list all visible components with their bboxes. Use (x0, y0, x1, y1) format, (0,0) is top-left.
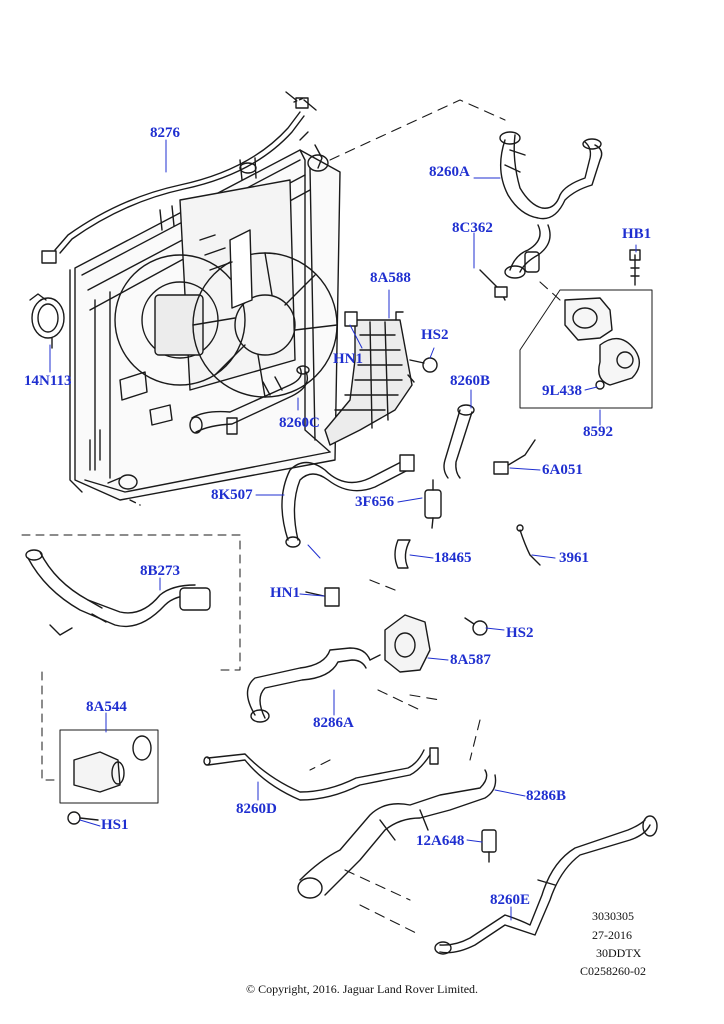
elbow-18465 (394, 539, 411, 569)
bolt-HS2-lower (464, 617, 488, 636)
hose-8286A (246, 647, 371, 723)
callout-8A588[interactable]: 8A588 (370, 270, 411, 286)
callout-8B273[interactable]: 8B273 (140, 563, 181, 579)
reference-code: 30DDTX (596, 946, 642, 960)
callout-12A648[interactable]: 12A648 (416, 833, 465, 849)
callout-8260A[interactable]: 8260A (429, 164, 470, 180)
bolt-HS2-upper (409, 357, 438, 373)
callout-9L438[interactable]: 9L438 (542, 383, 583, 399)
bracket-8A588 (324, 311, 415, 446)
callout-8286A[interactable]: 8286A (313, 715, 354, 731)
copyright-notice: © Copyright, 2016. Jaguar Land Rover Lim… (245, 982, 479, 996)
sensor-6A051 (493, 439, 536, 475)
hose-8260B (443, 404, 475, 479)
inset-8A544 (41, 671, 159, 804)
callout-8260C[interactable]: 8260C (279, 415, 320, 431)
callout-6A051[interactable]: 6A051 (542, 462, 583, 478)
thermostat-housing-8592 (519, 289, 653, 409)
callout-3F656[interactable]: 3F656 (355, 494, 395, 510)
callout-HN1-lower[interactable]: HN1 (270, 585, 300, 601)
hose-8260E (434, 815, 658, 955)
hose-8260D (203, 747, 439, 801)
callout-8260E[interactable]: 8260E (490, 892, 531, 908)
sensor-8C362 (479, 269, 508, 301)
hose-8K507 (281, 454, 415, 548)
reference-code: C0258260-02 (580, 964, 646, 978)
callout-8260B[interactable]: 8260B (450, 373, 491, 389)
dashed-leaders (309, 99, 561, 936)
callout-8276[interactable]: 8276 (150, 125, 180, 141)
clip-HN1-lower (305, 587, 340, 607)
callout-HS1[interactable]: HS1 (101, 817, 129, 833)
callout-8A544[interactable]: 8A544 (86, 699, 127, 715)
callout-8286B[interactable]: 8286B (526, 788, 567, 804)
bolt-HB1 (629, 249, 641, 286)
callout-18465[interactable]: 18465 (434, 550, 472, 566)
callout-14N113[interactable]: 14N113 (24, 373, 72, 389)
callout-leaders (49, 139, 637, 921)
hose-8260C (189, 365, 310, 435)
callout-HS2-upper[interactable]: HS2 (421, 327, 449, 343)
wire-3961 (516, 524, 541, 566)
clip-14N113 (29, 293, 65, 349)
callout-HS2-lower[interactable]: HS2 (506, 625, 534, 641)
connector-3F656 (424, 479, 442, 529)
callout-8K507[interactable]: 8K507 (211, 487, 253, 503)
hose-8260A (499, 131, 603, 279)
callout-8592[interactable]: 8592 (583, 424, 613, 440)
outlet-8A587 (369, 614, 431, 673)
bolt-HS1 (67, 811, 99, 825)
sensor-12A648 (481, 829, 497, 863)
callout-8A587[interactable]: 8A587 (450, 652, 491, 668)
reference-code: 3030305 (592, 909, 634, 923)
callout-3961[interactable]: 3961 (559, 550, 589, 566)
overflow-pipe-8276 (41, 91, 317, 264)
radiator-fan-assembly (69, 131, 341, 506)
callout-8260D[interactable]: 8260D (236, 801, 277, 817)
reference-code: 27-2016 (592, 928, 632, 942)
hose-8286B (297, 769, 497, 899)
hose-8B273 (21, 534, 241, 671)
callout-HN1-upper[interactable]: HN1 (333, 351, 363, 367)
callout-8C362[interactable]: 8C362 (452, 220, 493, 236)
callout-HB1[interactable]: HB1 (622, 226, 652, 242)
